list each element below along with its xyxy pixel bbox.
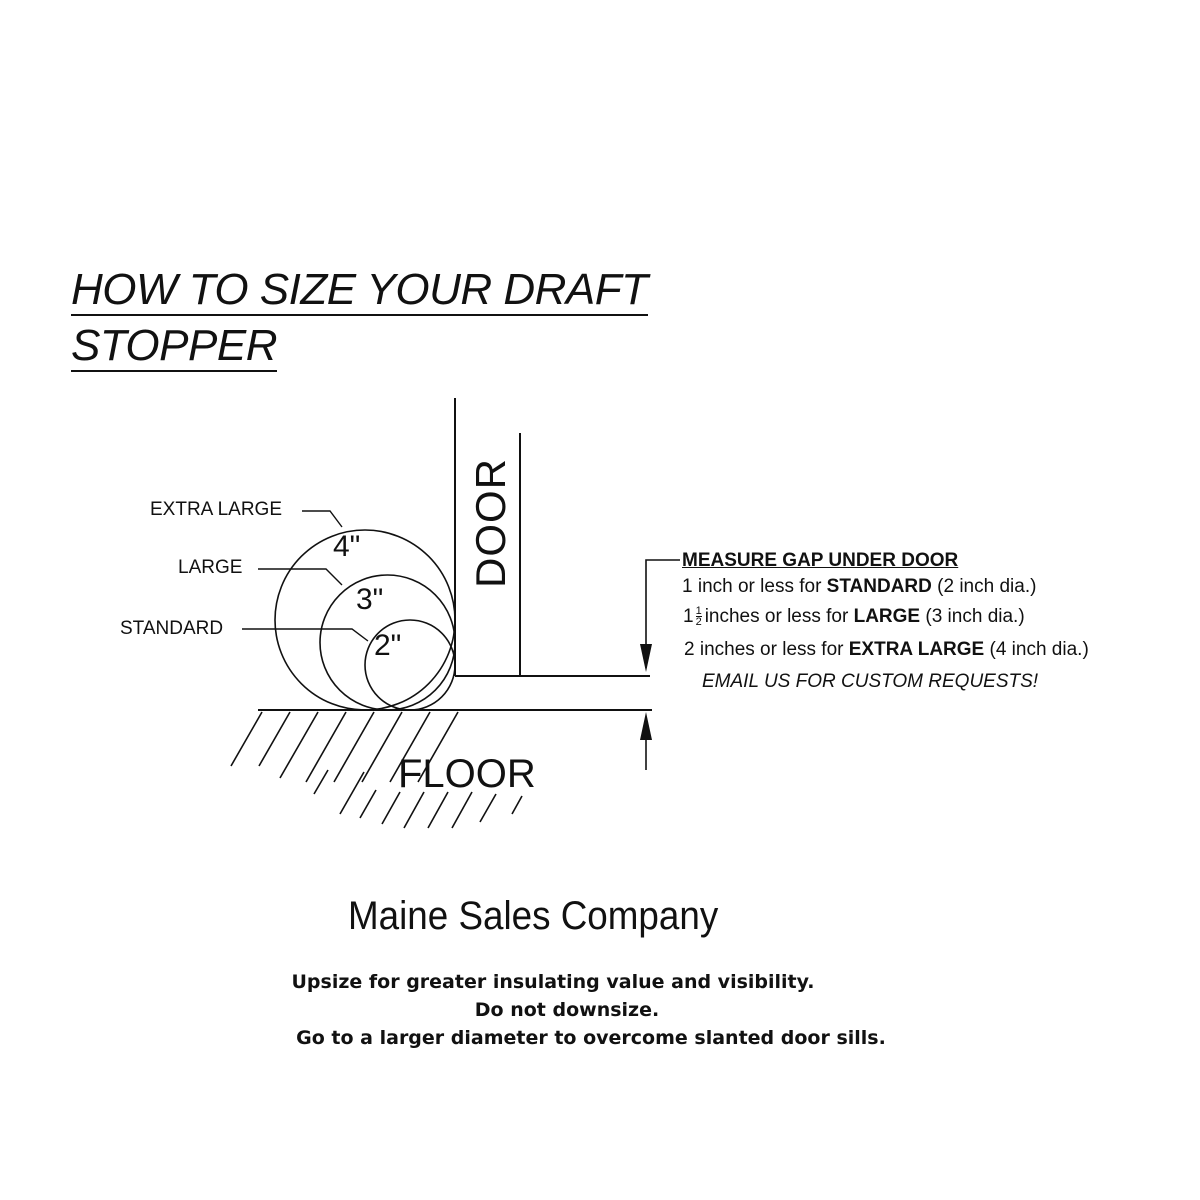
floor-label: FLOOR <box>398 752 536 796</box>
size-label-standard: STANDARD <box>120 618 224 639</box>
custom-request-note: EMAIL US FOR CUSTOM REQUESTS! <box>702 671 1039 692</box>
gap-heading: MEASURE GAP UNDER DOOR <box>682 550 959 571</box>
diameter-label-4in: 4" <box>333 530 361 563</box>
diameter-label-3in: 3" <box>356 583 384 616</box>
draft-stopper-circles <box>274 529 456 711</box>
circle-large <box>319 574 456 711</box>
size-label-large: LARGE <box>178 557 243 578</box>
gap-arrow-down <box>640 644 652 672</box>
door-label: DOOR <box>467 458 514 588</box>
circle-extra-large <box>274 529 456 711</box>
company-name: Maine Sales Company <box>348 894 719 938</box>
circle-standard <box>364 619 456 711</box>
gap-dimension-leader <box>645 559 680 668</box>
page-title-line1: HOW TO SIZE YOUR DRAFT <box>71 265 648 316</box>
gap-rule-extra-large: 2 inches or less for EXTRA LARGE (4 inch… <box>684 639 1089 660</box>
leader-extra-large <box>302 510 343 528</box>
note-slanted-sills: Go to a larger diameter to overcome slan… <box>296 1027 886 1049</box>
page-title-line2: STOPPER <box>71 321 277 372</box>
leader-large <box>258 568 343 586</box>
diameter-label-2in: 2" <box>374 629 402 662</box>
gap-arrow-up <box>640 712 652 740</box>
floor-hatching <box>230 711 523 829</box>
gap-rule-standard: 1 inch or less for STANDARD (2 inch dia.… <box>682 576 1037 597</box>
leader-standard <box>242 628 369 642</box>
size-label-extra-large: EXTRA LARGE <box>150 499 282 520</box>
note-no-downsize: Do not downsize. <box>474 999 660 1021</box>
note-upsize: Upsize for greater insulating value and … <box>291 971 815 993</box>
